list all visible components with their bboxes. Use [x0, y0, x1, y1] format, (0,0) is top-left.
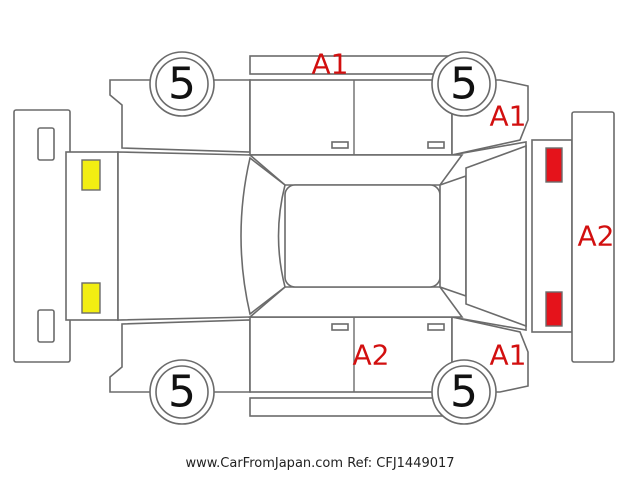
front-bumper [571, 111, 615, 363]
rear-bumper-top-slot [37, 127, 55, 161]
taillight-bottom [81, 282, 101, 314]
tire-grade-rear-bottom: 5 [168, 367, 196, 418]
rear-bumper [13, 109, 71, 363]
tire-grade-front-bottom: 5 [450, 367, 478, 418]
roof-rail-bottom [249, 397, 453, 417]
footer-ref: Ref: CFJ1449017 [347, 456, 455, 471]
door-handle-rear-top [331, 141, 349, 149]
tire-rear-bottom-inner [155, 365, 209, 419]
body-top-view [117, 139, 573, 333]
roof [284, 184, 441, 288]
windshield-top-trim [247, 154, 464, 186]
tire-rear-bottom: 5 [149, 359, 215, 425]
door-handle-front-bottom [427, 323, 445, 331]
footer-site: www.CarFromJapan.com [185, 456, 344, 471]
side-view-bottom [109, 316, 529, 417]
tire-grade-front-top: 5 [450, 59, 478, 110]
rear-window [240, 156, 286, 316]
damage-mark-roof-top: A1 [312, 48, 349, 81]
tire-front-top-inner [437, 57, 491, 111]
tire-grade-rear-top: 5 [168, 59, 196, 110]
headlight-top [545, 147, 563, 183]
side-doors-top [249, 79, 453, 156]
tire-front-bottom-inner [437, 365, 491, 419]
damage-mark-lower-door: A2 [353, 339, 390, 372]
roof-rail-top [249, 55, 453, 75]
tire-rear-top-inner [155, 57, 209, 111]
footer-credit: www.CarFromJapan.com Ref: CFJ1449017 [0, 456, 640, 471]
tire-rear-top: 5 [149, 51, 215, 117]
rear-bumper-bottom-slot [37, 309, 55, 343]
tire-front-top: 5 [431, 51, 497, 117]
damage-mark-front-bumper: A2 [578, 220, 615, 253]
hood [465, 144, 527, 328]
tire-front-bottom: 5 [431, 359, 497, 425]
side-doors-bottom [249, 316, 453, 393]
damage-mark-front-quarter-top: A1 [490, 100, 527, 133]
front-windshield [439, 174, 467, 298]
side-view-top [109, 55, 529, 156]
damage-mark-front-quarter-bottom: A1 [490, 339, 527, 372]
headlight-bottom [545, 291, 563, 327]
windshield-bottom-trim [247, 286, 464, 318]
taillight-top [81, 159, 101, 191]
rear-panel [65, 151, 119, 321]
door-handle-front-top [427, 141, 445, 149]
door-handle-rear-bottom [331, 323, 349, 331]
